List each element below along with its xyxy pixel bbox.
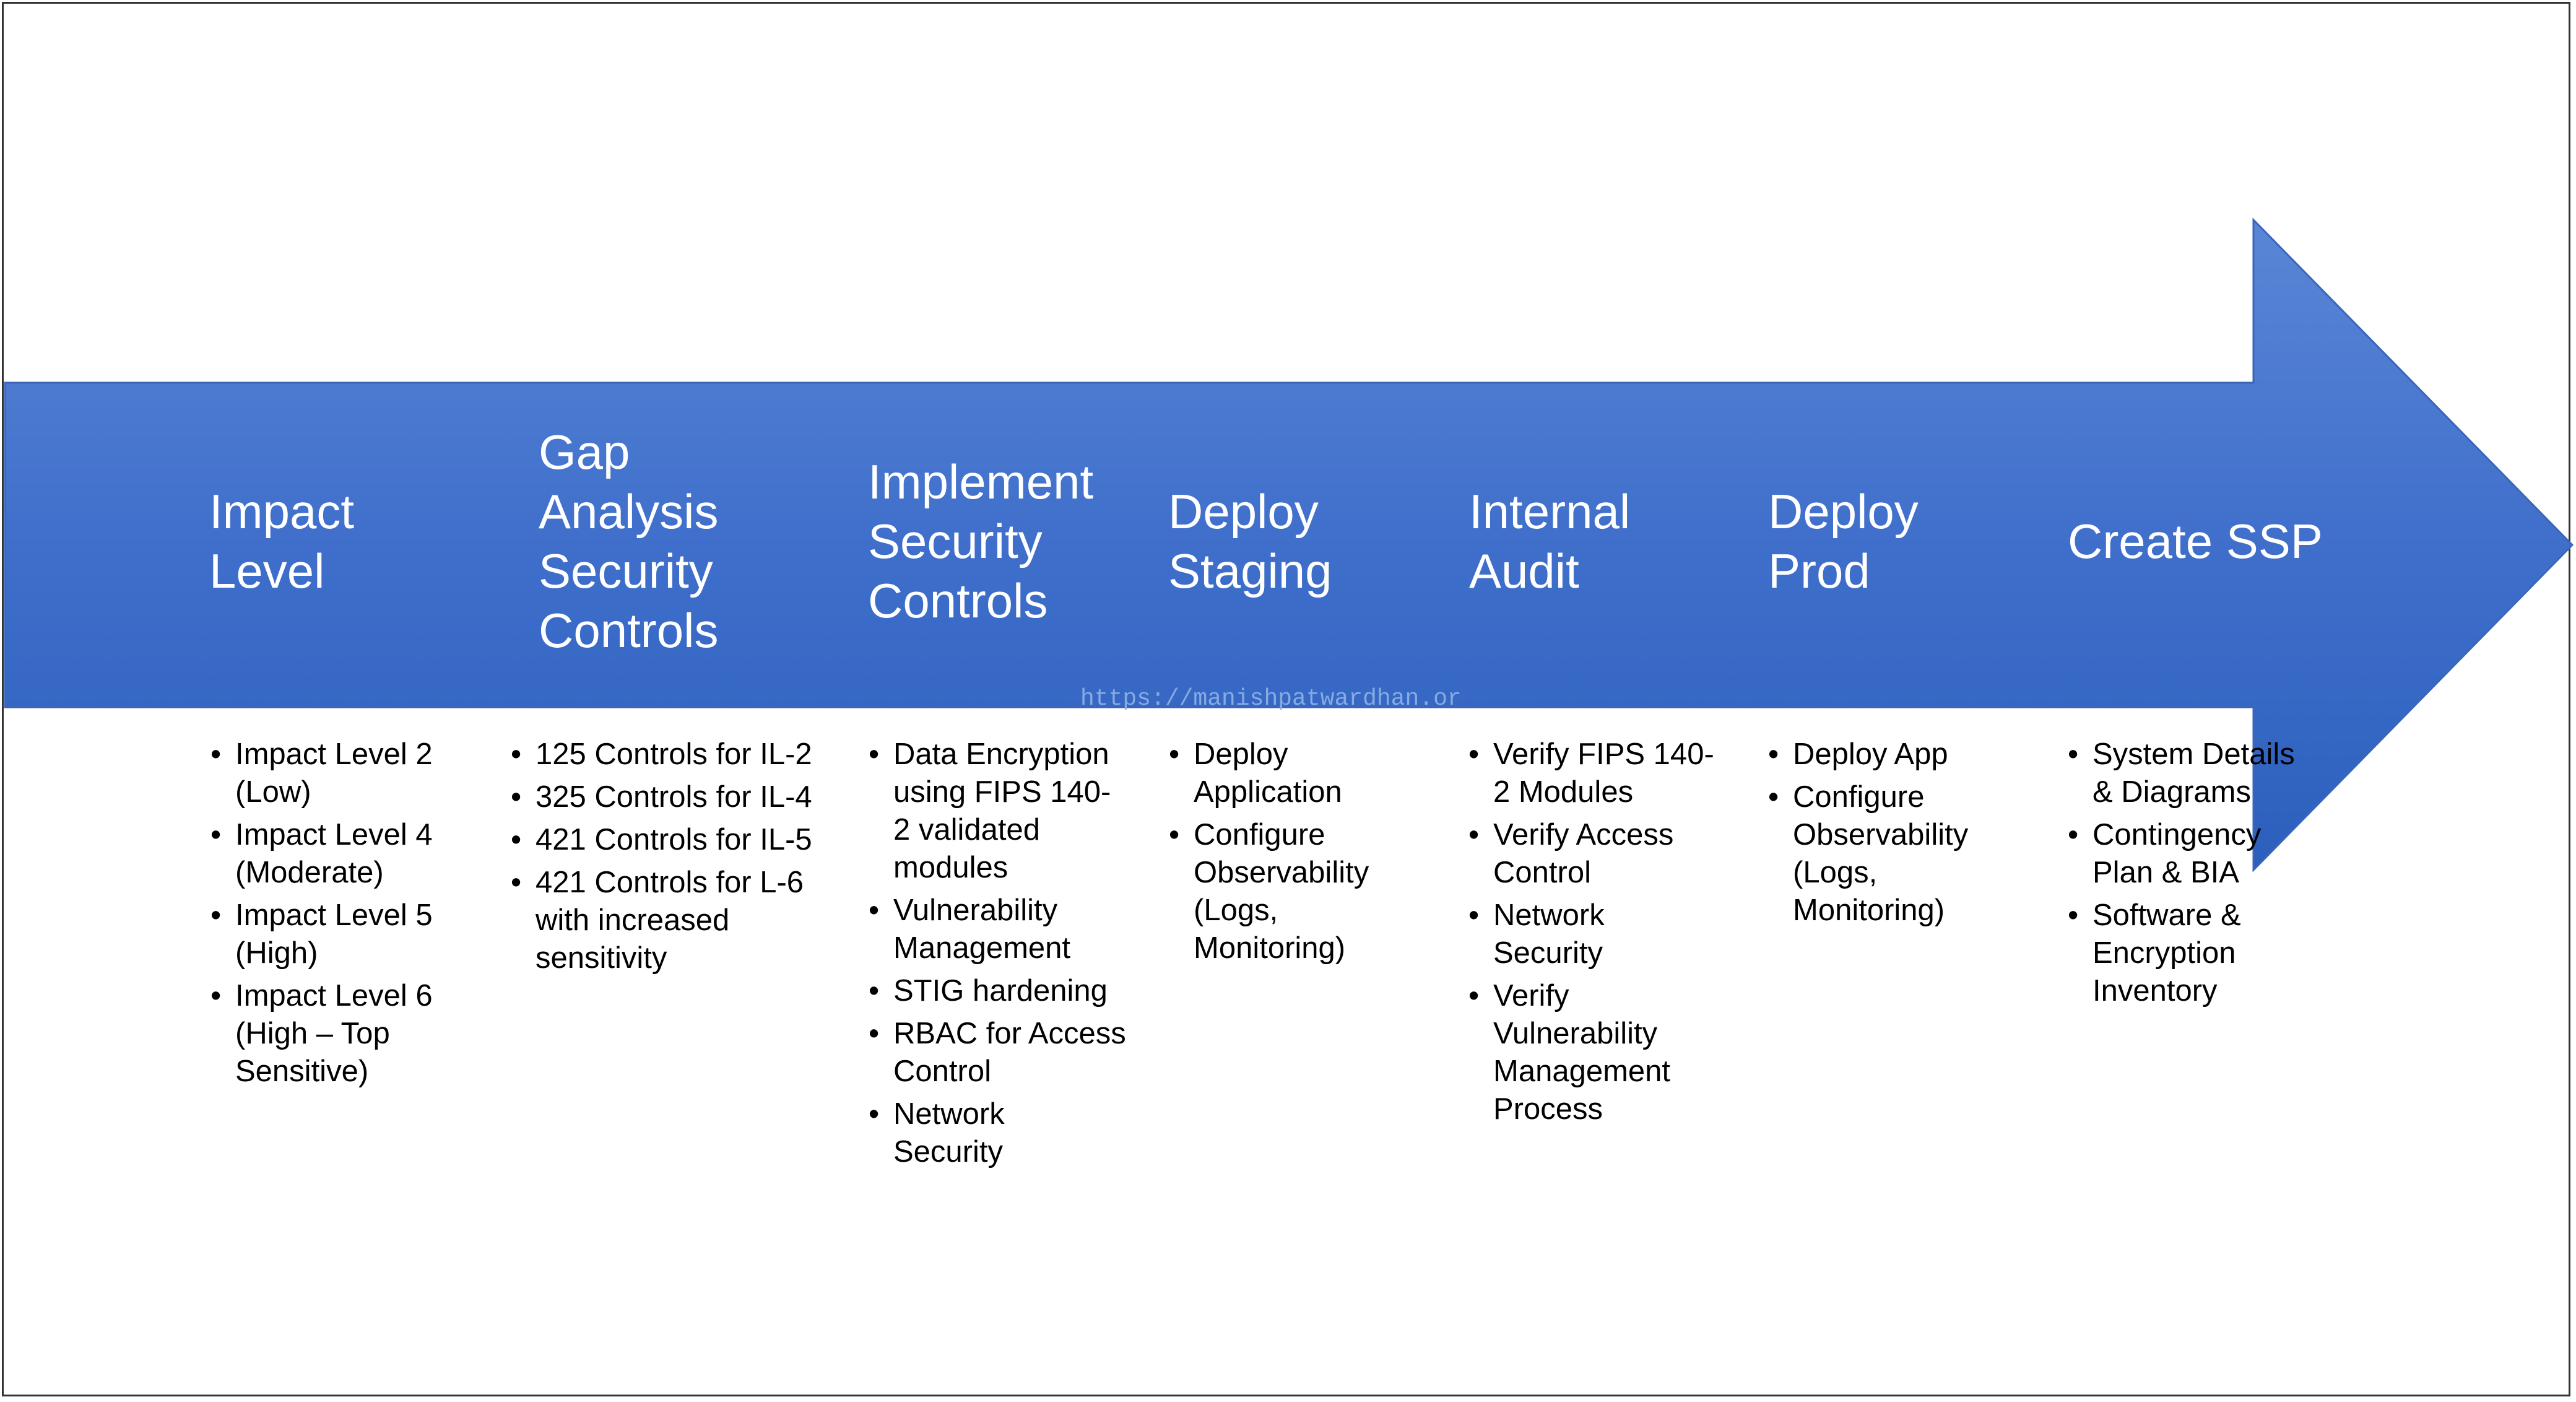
stage-list-deploy-staging: Deploy Application Configure Observabili… [1169, 736, 1423, 972]
list-item: Impact Level 6 (High – Top Sensitive) [210, 977, 471, 1091]
list-item: Verify FIPS 140- 2 Modules [1468, 736, 1741, 811]
list-item: 421 Controls for IL-5 [511, 821, 833, 859]
stage-title-deploy-prod: Deploy Prod [1768, 484, 1919, 598]
list-item: System Details & Diagrams [2068, 736, 2315, 811]
list-item: Vulnerability Management [869, 892, 1141, 967]
stage-list-internal-audit: Verify FIPS 140- 2 Modules Verify Access… [1468, 736, 1741, 1133]
list-item: Impact Level 5 (High) [210, 897, 471, 972]
arrow-shape [4, 217, 2574, 873]
list-item: Configure Observability (Logs, Monitorin… [1768, 778, 2016, 930]
list-item: 421 Controls for L-6 with increased sens… [511, 864, 833, 977]
list-item: Configure Observability (Logs, Monitorin… [1169, 816, 1423, 967]
stage-title-impact-level: Impact Level [209, 484, 355, 598]
list-item: Network Security [869, 1095, 1141, 1171]
list-item: Deploy App [1768, 736, 2016, 773]
list-item: Network Security [1468, 897, 1741, 972]
stage-title-deploy-staging: Deploy Staging [1168, 484, 1332, 598]
list-item: Contingency Plan & BIA [2068, 816, 2315, 892]
list-item: RBAC for Access Control [869, 1015, 1141, 1091]
list-item: Deploy Application [1169, 736, 1423, 811]
stage-list-implement-security-controls: Data Encryption using FIPS 140- 2 valida… [869, 736, 1141, 1176]
list-item: Verify Vulnerability Management Process [1468, 977, 1741, 1128]
stage-title-create-ssp: Create SSP [2068, 514, 2323, 568]
list-item: Impact Level 2 (Low) [210, 736, 471, 811]
stage-list-gap-analysis: 125 Controls for IL-2 325 Controls for I… [511, 736, 833, 982]
stage-title-gap-analysis: Gap Analysis Security Controls [539, 425, 719, 658]
list-item: 125 Controls for IL-2 [511, 736, 833, 773]
stage-title-implement-security-controls: Implement Security Controls [868, 455, 1094, 628]
list-item: 325 Controls for IL-4 [511, 778, 833, 816]
list-item: Software & Encryption Inventory [2068, 897, 2315, 1010]
stage-title-internal-audit: Internal Audit [1469, 484, 1631, 598]
stage-list-impact-level: Impact Level 2 (Low) Impact Level 4 (Mod… [210, 736, 471, 1095]
list-item: Impact Level 4 (Moderate) [210, 816, 471, 892]
stage-list-create-ssp: System Details & Diagrams Contingency Pl… [2068, 736, 2315, 1015]
stage-list-deploy-prod: Deploy App Configure Observability (Logs… [1768, 736, 2016, 934]
list-item: Data Encryption using FIPS 140- 2 valida… [869, 736, 1141, 887]
list-item: Verify Access Control [1468, 816, 1741, 892]
list-item: STIG hardening [869, 972, 1141, 1010]
watermark-text: https://manishpatwardhan.org [1080, 686, 1476, 712]
